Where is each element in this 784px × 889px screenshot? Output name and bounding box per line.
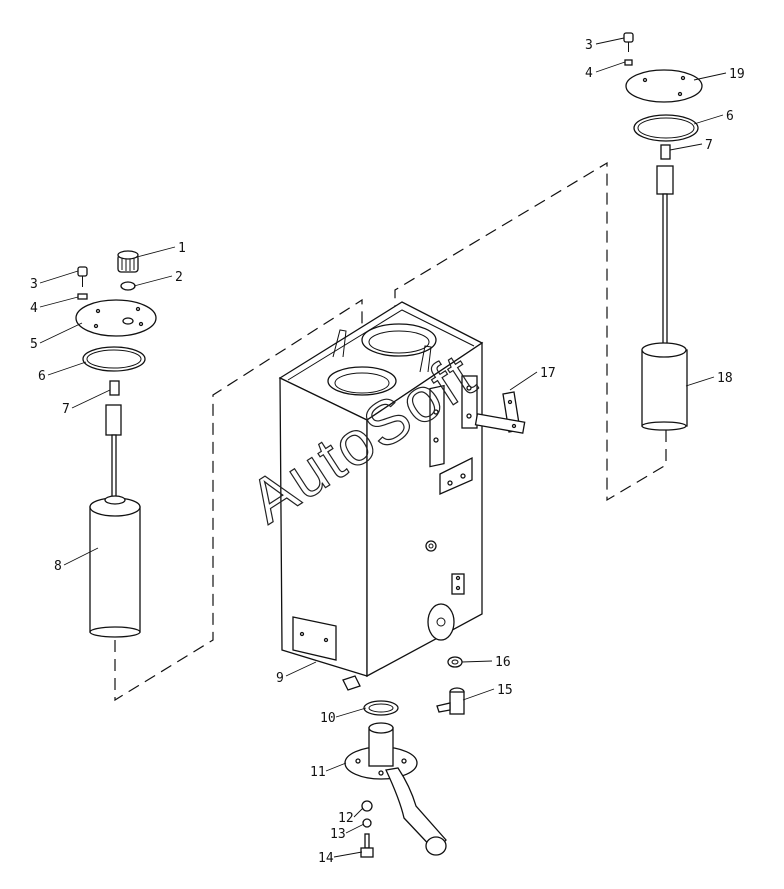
lock-washer-part-13 xyxy=(362,818,372,828)
filter-rod-left xyxy=(111,434,117,499)
callout-8: 8 xyxy=(54,559,62,574)
filter-coupling-right xyxy=(656,165,674,195)
callout-2: 2 xyxy=(175,270,183,285)
filter-element-part-8 xyxy=(89,495,141,638)
callout-5: 5 xyxy=(30,337,38,352)
washer-part-12 xyxy=(361,800,373,812)
callout-18: 18 xyxy=(717,371,733,386)
bracket-part-17 xyxy=(474,391,526,434)
right-assembly-dash-line xyxy=(394,161,667,502)
outlet-flange-part-11 xyxy=(344,722,447,856)
cover-plate-part-5 xyxy=(75,299,157,337)
gasket-part-6-left xyxy=(82,346,146,372)
callout-leaders xyxy=(39,37,727,858)
callout-3-right: 3 xyxy=(585,38,593,53)
spring-part-7-right xyxy=(660,144,671,160)
callout-6-left: 6 xyxy=(38,369,46,384)
washer-part-4-left xyxy=(77,293,88,300)
left-assembly-dash-line xyxy=(114,298,363,702)
callout-4-right: 4 xyxy=(585,66,593,81)
o-ring-part-10 xyxy=(363,700,399,716)
callout-4-left: 4 xyxy=(30,301,38,316)
right-filter-stack xyxy=(623,32,703,431)
callout-6-right: 6 xyxy=(726,109,734,124)
screw-part-3-right xyxy=(623,32,634,52)
filter-rod-right xyxy=(662,193,668,345)
callout-7-left: 7 xyxy=(62,402,70,417)
callout-9: 9 xyxy=(276,671,284,686)
filter-element-part-18 xyxy=(641,342,688,431)
filter-coupling-left xyxy=(105,404,122,436)
washer-part-4-right xyxy=(624,59,633,66)
callout-3-left: 3 xyxy=(30,277,38,292)
o-ring-part-2 xyxy=(120,281,136,291)
bolt-part-14 xyxy=(360,833,374,858)
spring-part-7-left xyxy=(109,380,120,396)
callout-14: 14 xyxy=(318,851,334,866)
callout-11: 11 xyxy=(310,765,326,780)
screw-part-3-left xyxy=(77,266,88,287)
callout-16: 16 xyxy=(495,655,511,670)
hydraulic-tank-part-9 xyxy=(278,301,484,691)
callout-15: 15 xyxy=(497,683,513,698)
callout-1: 1 xyxy=(178,241,186,256)
left-filter-stack xyxy=(75,250,157,638)
callout-17: 17 xyxy=(540,366,556,381)
filler-cap-part-1 xyxy=(117,250,139,273)
callout-10: 10 xyxy=(320,711,336,726)
callout-labels: 1 2 3 4 5 6 7 8 9 10 11 12 13 14 15 16 1… xyxy=(30,38,745,866)
callout-13: 13 xyxy=(330,827,346,842)
callout-19: 19 xyxy=(729,67,745,82)
drain-valve-part-15 xyxy=(436,687,465,715)
cover-plate-part-19 xyxy=(625,69,703,103)
gasket-part-6-right xyxy=(633,114,699,142)
callout-12: 12 xyxy=(338,811,354,826)
callout-7-right: 7 xyxy=(705,138,713,153)
washer-part-16 xyxy=(447,656,463,668)
